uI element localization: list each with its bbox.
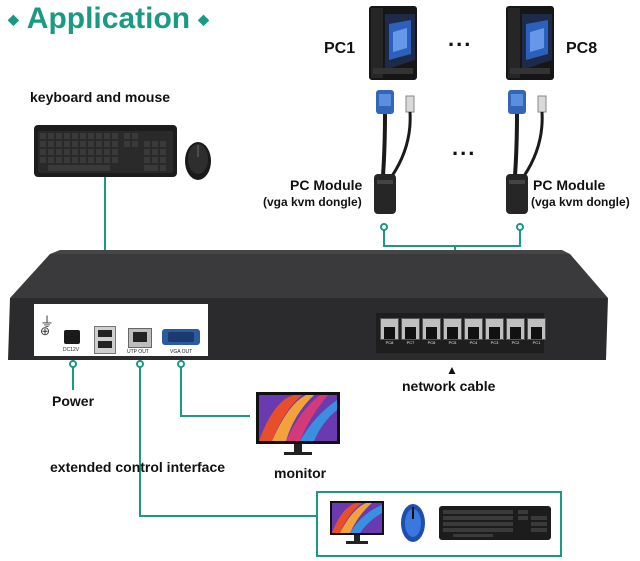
dc-label: DC12V [63,347,80,353]
ethernet-port-icon: PC8 [380,318,399,352]
screw-icon: ⊕ [40,324,51,338]
ethernet-port-icon: PC6 [422,318,441,352]
usb-port-icon [94,326,116,354]
page-title-group: ◆ Application ◆ [8,2,209,36]
mouse-icon [185,142,211,180]
bullet-diamond-icon: ◆ [198,10,209,27]
extended-control-label: extended control interface [50,459,226,475]
vga-dongle-icon [506,90,547,214]
utp-out-label: UTP OUT [127,349,149,355]
connector-dot [380,223,388,231]
utp-port-icon [128,328,152,348]
ethernet-port-icon: PC4 [464,318,483,352]
keyboard-icon [439,506,551,540]
tower-pc-icon [506,6,554,80]
ethernet-port-icon: PC5 [443,318,462,352]
ethernet-port-icon: PC7 [401,318,420,352]
vga-out-label: VGA OUT [170,349,193,355]
pointer-arrow-icon: ▲ [446,363,458,377]
monitor-label: monitor [274,465,327,481]
utp-to-extended-line [139,360,318,517]
mouse-icon [401,504,425,542]
bullet-diamond-icon: ◆ [8,10,19,27]
vga-to-monitor-line [180,360,250,417]
ethernet-port-icon: PC2 [506,318,525,352]
pc-module-sublabel-left: (vga kvm dongle) [263,195,362,209]
port-label: PC8 [385,340,394,345]
power-label: Power [52,393,95,409]
network-cable-label: network cable [402,378,496,394]
port-label: PC5 [448,340,457,345]
pc-modules-link-line [383,227,521,247]
pc-ellipsis: ... [448,26,473,51]
pc-module-sublabel-right: (vga kvm dongle) [531,195,630,209]
tower-pc-icon [369,6,417,80]
ethernet-ports: PC8 PC7 PC6 PC5 PC4 PC3 PC2 PC1 [380,318,546,352]
pc1-label: PC1 [324,40,356,57]
connector-dot [177,360,185,368]
pc-module-label-left: PC Module [290,177,363,193]
kvm-switch-icon [8,250,608,360]
pc8-label: PC8 [566,40,598,57]
keyboard-mouse-label: keyboard and mouse [30,89,171,105]
port-label: PC1 [532,340,541,345]
vga-dongle-icon [374,90,415,214]
extended-control-box [316,491,562,557]
port-label: PC6 [427,340,436,345]
connector-dot [136,360,144,368]
port-label: PC4 [469,340,478,345]
keyboard-icon [34,125,211,180]
port-label: PC3 [490,340,499,345]
ground-symbol-icon: ⏚ [40,314,54,330]
ethernet-port-icon: PC3 [485,318,504,352]
monitor-icon [256,392,340,455]
ethernet-port-icon: PC1 [527,318,546,352]
page-title: Application [26,2,191,35]
connector-dot [516,223,524,231]
power-jack-icon [64,330,80,344]
connector-dot [69,360,77,368]
module-ellipsis: ... [452,135,477,160]
pc-module-label-right: PC Module [533,177,606,193]
monitor-icon [330,501,384,544]
port-label: PC2 [511,340,520,345]
vga-port-icon [162,329,200,345]
port-label: PC7 [406,340,415,345]
